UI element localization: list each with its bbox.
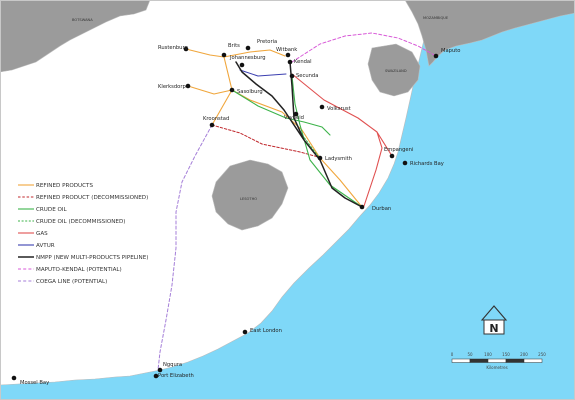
legend-label-refined-decommissioned: REFINED PRODUCT (DECOMMISSIONED): [36, 195, 148, 201]
town-label-volksrust: Volksrust: [327, 106, 351, 112]
legend: REFINED PRODUCTS REFINED PRODUCT (DECOMM…: [18, 183, 148, 285]
town-label-klerksdorp: Klerksdorp: [158, 84, 186, 90]
town-label-vryheid: Vryheid: [284, 115, 304, 121]
town-label-ngqura: Ngqura: [163, 362, 182, 368]
town-label-kendal: Kendal: [294, 59, 312, 65]
town-label-port-elizabeth: Port Elizabeth: [158, 373, 194, 379]
town-marker: [289, 73, 295, 79]
refined-decommissioned-pipeline: [211, 124, 323, 159]
scale-tick: 50: [467, 352, 473, 357]
botswana-label: BOTSWANA: [72, 18, 93, 22]
town-marker: [287, 59, 293, 65]
coega-pipeline: [157, 124, 213, 371]
town-marker: [319, 104, 325, 110]
town-label-witbank: Witbank: [276, 47, 297, 53]
town-marker: [245, 45, 251, 51]
swaziland-region: [367, 43, 421, 97]
town-marker: [157, 367, 163, 373]
town-marker: [11, 375, 17, 381]
town-marker: [221, 52, 227, 58]
town-label-sasolburg: Sasolburg: [237, 89, 263, 95]
town-label-kroonstad: Kroonstad: [203, 116, 229, 122]
town-label-brits: Brits: [228, 43, 240, 49]
gas-pipeline: [291, 73, 393, 207]
lesotho-region: [211, 159, 289, 231]
scale-tick: 150: [502, 352, 510, 357]
town-marker: [209, 122, 215, 128]
town-marker: [359, 204, 365, 210]
town-marker: [285, 52, 291, 58]
legend-label-maputo-kendal: MAPUTO-KENDAL (POTENTIAL): [36, 267, 122, 273]
town-label-mossel-bay: Mossel Bay: [20, 380, 49, 386]
town-label-east-london: East London: [250, 328, 282, 334]
town-label-empangeni: Empangeni: [384, 147, 413, 153]
pipelines: [157, 32, 437, 371]
scale-tick: 100: [484, 352, 492, 357]
town-label-johannesburg: Johannesburg: [229, 55, 266, 61]
town-marker: [242, 329, 248, 335]
towns: Rustenburg Brits Pretoria Witbank Kendal…: [11, 39, 460, 386]
scale-unit-label: Kilometres: [486, 365, 507, 370]
town-label-secunda: Secunda: [296, 73, 318, 79]
scale-tick: 0: [451, 352, 454, 357]
legend-label-nmpp: NMPP (NEW MULTI-PRODUCTS PIPELINE): [36, 255, 148, 261]
scale-bar: 0 50 100 150 200 250 Kilometres: [451, 352, 547, 370]
legend-label-gas: GAS: [36, 231, 48, 237]
town-label-richards-bay: Richards Bay: [410, 161, 444, 167]
town-marker: [433, 53, 439, 59]
town-label-durban: Durban: [372, 206, 391, 212]
legend-label-refined-products: REFINED PRODUCTS: [36, 183, 93, 189]
town-marker: [389, 153, 395, 159]
mozambique-region: [404, 0, 575, 67]
legend-label-crude-decommissioned: CRUDE OIL (DECOMMISSIONED): [36, 219, 125, 225]
botswana-region: [0, 0, 151, 73]
legend-label-coega: COEGA LINE (POTENTIAL): [36, 279, 107, 285]
town-marker: [239, 62, 245, 68]
legend-label-avtur: AVTUR: [36, 243, 55, 249]
town-marker: [185, 83, 191, 89]
town-label-maputo: Maputo: [441, 48, 460, 54]
legend-label-crude-oil: CRUDE OIL: [36, 207, 68, 213]
town-marker: [229, 87, 235, 93]
scale-tick: 250: [538, 352, 546, 357]
avtur-pipeline: [239, 69, 287, 77]
town-marker: [402, 160, 408, 166]
town-label-ladysmith: Ladysmith: [325, 156, 352, 162]
lesotho-label: LESOTHO: [240, 197, 257, 201]
north-arrow-label: N: [489, 322, 498, 335]
town-label-pretoria: Pretoria: [257, 39, 277, 45]
scale-tick: 200: [520, 352, 528, 357]
town-marker: [153, 373, 159, 379]
swaziland-label: SWAZILAND: [385, 69, 407, 73]
town-label-rustenburg: Rustenburg: [158, 45, 188, 51]
town-marker: [183, 46, 189, 52]
north-arrow-icon: N: [480, 305, 508, 335]
town-marker: [293, 111, 299, 117]
maputo-kendal-pipeline: [291, 32, 437, 63]
town-marker: [317, 155, 323, 161]
mozambique-label: MOZAMBIQUE: [423, 16, 449, 20]
